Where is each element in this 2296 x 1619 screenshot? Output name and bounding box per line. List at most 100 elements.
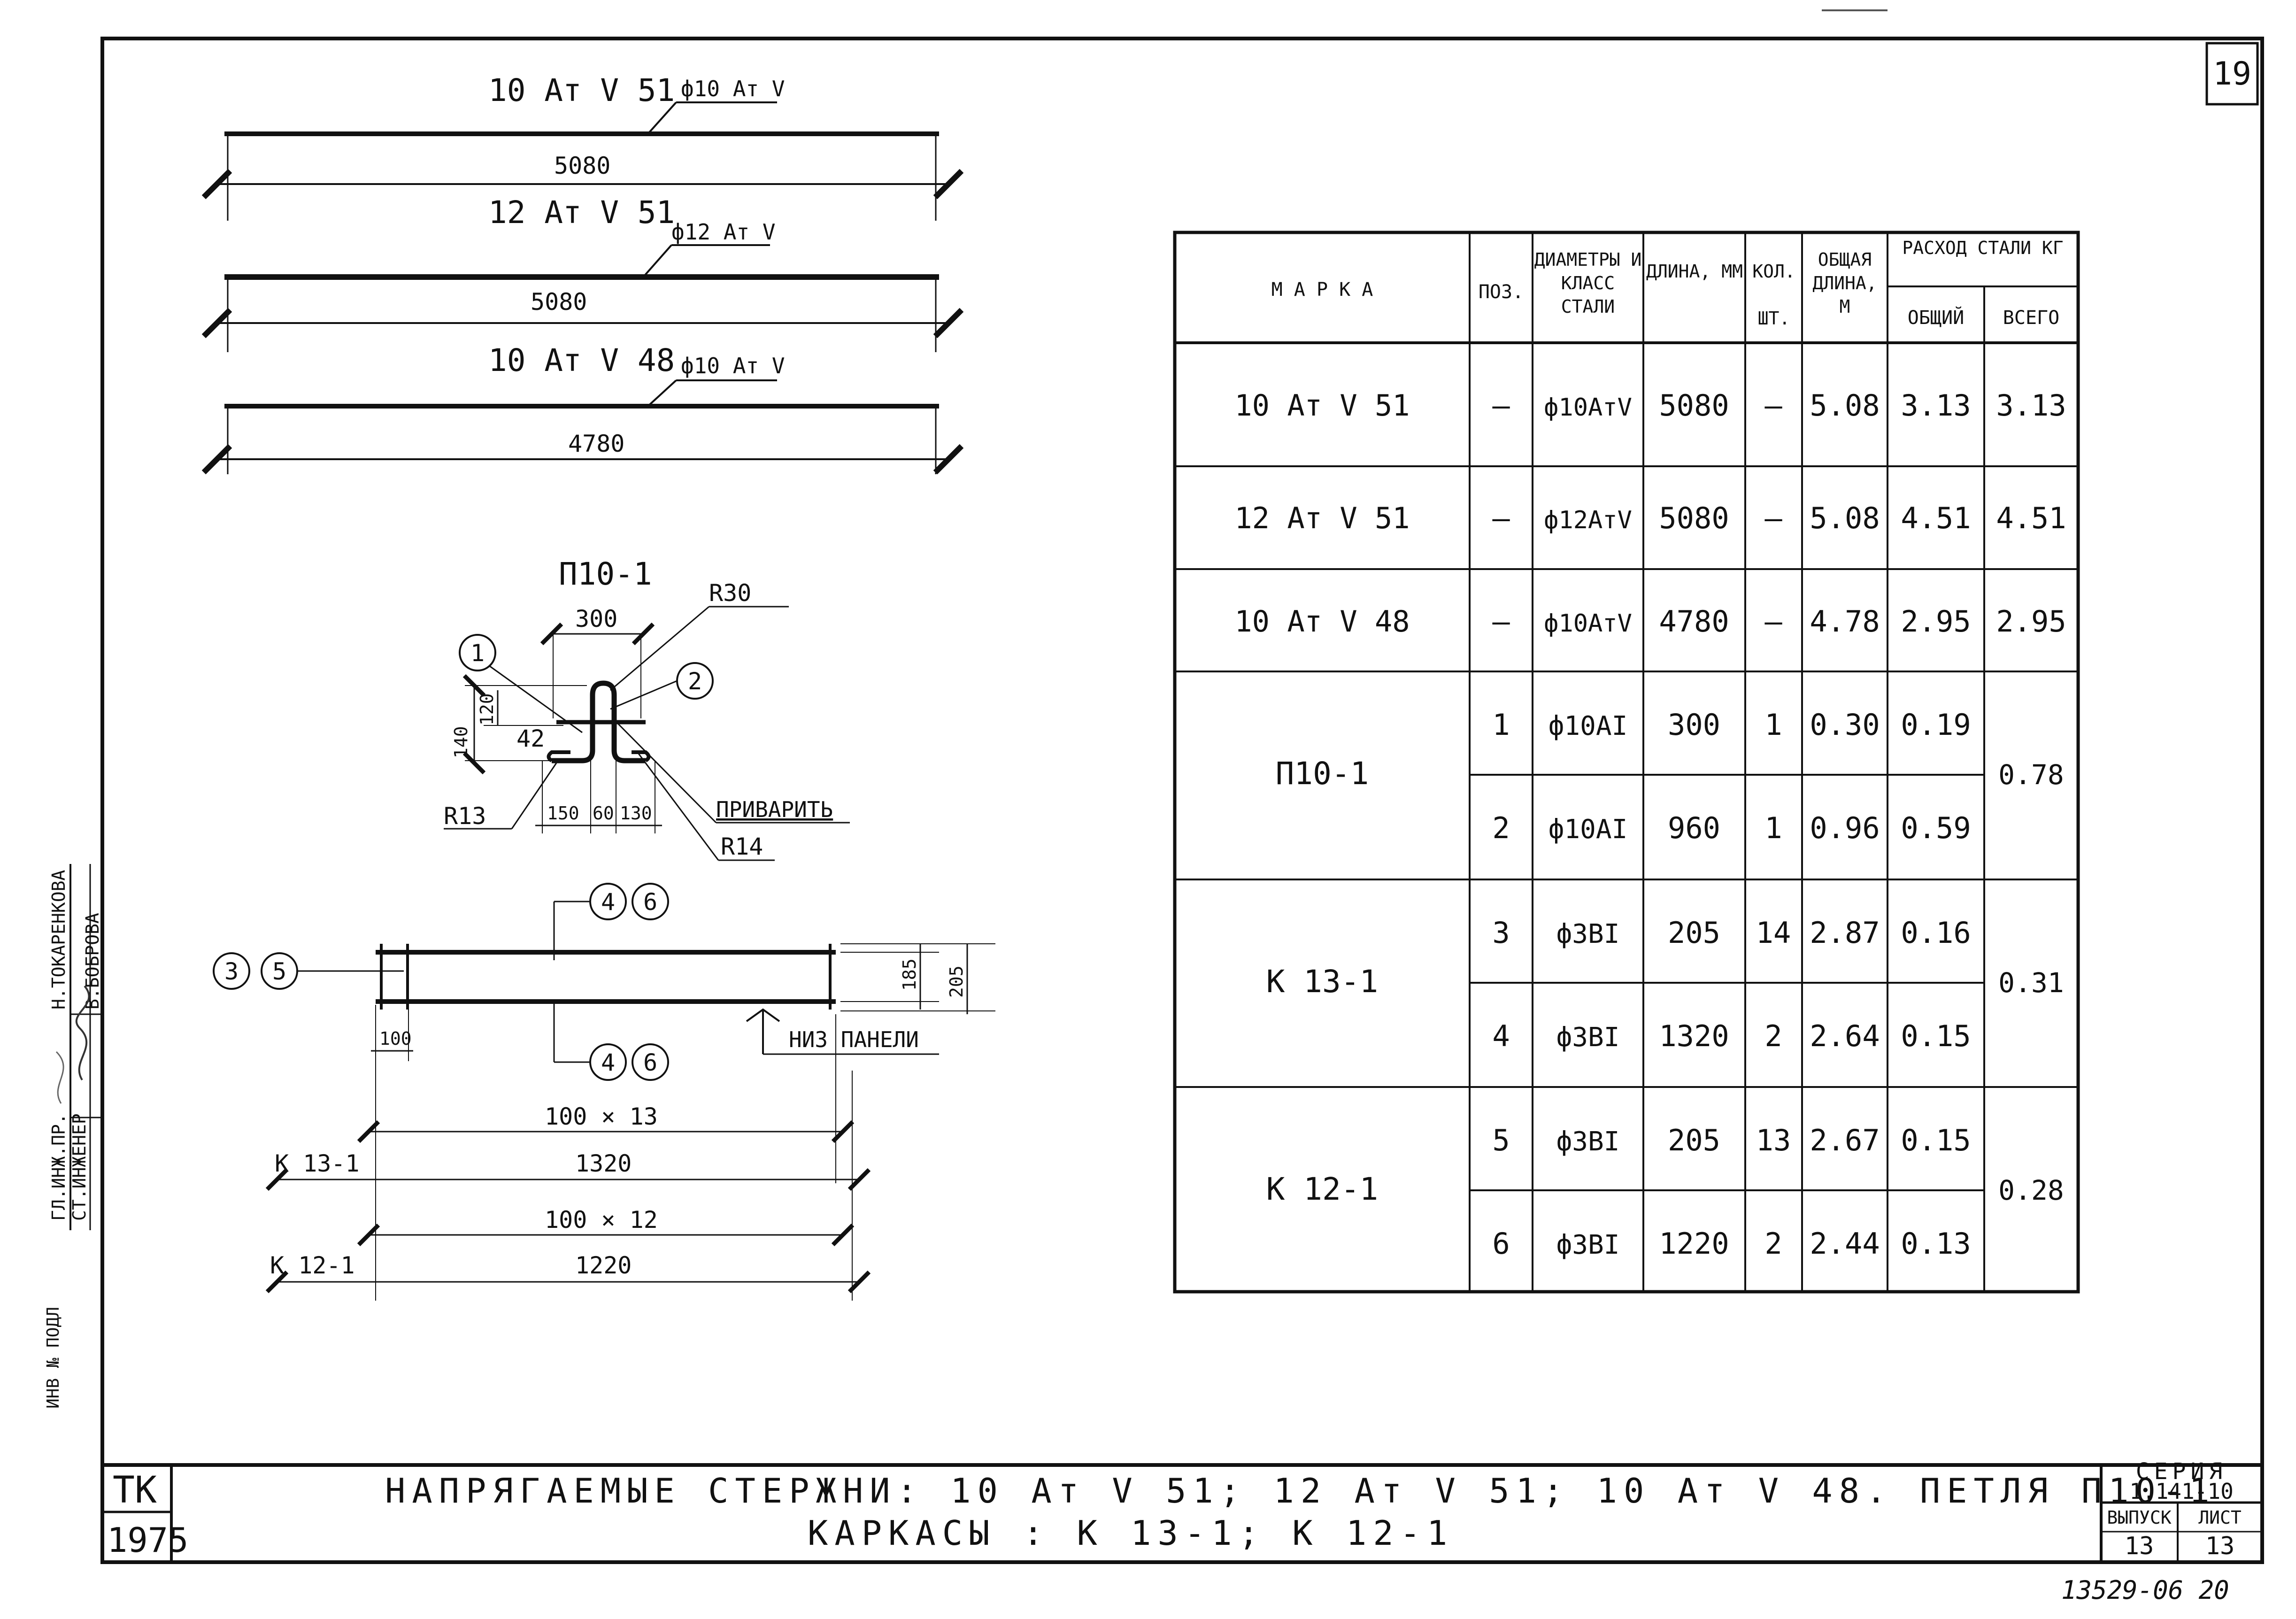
frame-callout-top-6	[632, 883, 669, 920]
cell-qty: –	[1764, 604, 1782, 639]
cell-common: 4.51	[1901, 501, 1971, 535]
cell-poz: –	[1492, 604, 1510, 639]
th-length: ДЛИНА, ММ	[1646, 261, 1743, 282]
title-line-1: НАПРЯГАЕМЫЕ СТЕРЖНИ: 10 Ат V 51; 12 Ат V…	[385, 1471, 2216, 1511]
cell-len: 1220	[1659, 1226, 1729, 1261]
bar-3-mark: 10 Ат V 48	[488, 342, 675, 378]
loop-callout-1	[459, 634, 496, 671]
group-total: 0.78	[1998, 759, 2064, 791]
group-total: 0.28	[1998, 1174, 2064, 1206]
cell-tlen: 2.67	[1810, 1123, 1880, 1157]
cell-diam: ф10AI	[1549, 711, 1628, 741]
th-marka: М А Р К А	[1271, 279, 1373, 301]
cell-total: 3.13	[1996, 388, 2066, 423]
series-value: 1.141-10	[2129, 1479, 2234, 1504]
group-marka: П10-1	[1276, 756, 1369, 792]
cell-len: 205	[1668, 916, 1720, 950]
stamp-name-2: В.БОБРОВА	[82, 913, 103, 1010]
loop-dim-42: 42	[516, 725, 545, 752]
cell-diam: ф10АтV	[1544, 393, 1632, 422]
org-code: ТК	[113, 1469, 157, 1511]
bar-2-spec: ф12 Ат V	[671, 219, 776, 245]
loop-dim-140: 140	[451, 726, 471, 758]
cell-diam: ф10АтV	[1544, 609, 1632, 638]
bar-diagram-1: 10 Ат V 51 ф10 Ат V 5080	[201, 72, 964, 221]
svg-text:5: 5	[272, 958, 286, 985]
side-stamp: ГЛ.ИНЖ.ПР. СТ.ИНЖЕНЕР Н.ТОКАРЕНКОВА В.БО…	[44, 864, 103, 1409]
svg-text:4: 4	[601, 888, 615, 916]
loop-r14: R14	[721, 833, 763, 860]
cell-poz: 1	[1492, 708, 1510, 742]
cell-marka: 12 Ат V 51	[1234, 501, 1410, 535]
cell-qty: –	[1764, 501, 1782, 535]
steel-table: М А Р К А ПОЗ. ДИАМЕТРЫ И КЛАСС СТАЛИ ДЛ…	[1173, 231, 2080, 1294]
cell-tlen: 0.96	[1810, 811, 1880, 845]
cell-len: 205	[1668, 1123, 1720, 1157]
cell-diam: ф10AI	[1549, 814, 1628, 845]
frame-callout-left-3	[213, 952, 250, 990]
k13-label: К 13-1	[275, 1150, 360, 1177]
loop-dim-150: 150	[547, 803, 579, 824]
cell-len: 5080	[1659, 388, 1729, 423]
cell-qty: 1	[1764, 708, 1782, 742]
weld-note: ПРИВАРИТЬ	[716, 797, 833, 822]
cell-diam: ф12АтV	[1544, 506, 1632, 534]
loop-dim-60: 60	[593, 803, 614, 824]
archive-number: 13529-06 20	[2061, 1575, 2229, 1605]
loop-dim-300: 300	[575, 605, 617, 632]
cell-tlen: 5.08	[1810, 501, 1880, 535]
k12-length: 1220	[575, 1252, 632, 1279]
cell-diam: ф3BI	[1556, 1126, 1620, 1157]
cell-qty: 13	[1756, 1123, 1791, 1157]
title-line-2: КАРКАСЫ : К 13-1; К 12-1	[808, 1513, 1454, 1553]
th-total-length: ОБЩАЯ ДЛИНА, М	[1812, 249, 1877, 317]
frame-dim-205: 205	[946, 965, 967, 998]
sheet-label: ЛИСТ	[2198, 1507, 2242, 1528]
cell-len: 300	[1668, 708, 1720, 742]
stamp-name-1: Н.ТОКАРЕНКОВА	[48, 870, 69, 1010]
cell-len: 5080	[1659, 501, 1729, 535]
bar-1-length: 5080	[554, 152, 610, 179]
frame-dim-185: 185	[899, 958, 920, 991]
cell-common: 3.13	[1901, 388, 1971, 423]
cell-len: 1320	[1659, 1019, 1729, 1053]
cell-qty: –	[1764, 388, 1782, 423]
th-total: ВСЕГО	[2003, 307, 2059, 329]
sheet-value: 13	[2205, 1532, 2235, 1560]
cell-total: 4.51	[1996, 501, 2066, 535]
issue-label: ВЫПУСК	[2107, 1507, 2171, 1528]
panel-bottom-note: НИЗ ПАНЕЛИ	[789, 1027, 919, 1052]
cell-tlen: 2.64	[1810, 1019, 1880, 1053]
cell-common: 2.95	[1901, 604, 1971, 639]
group-total: 0.31	[1998, 967, 2064, 999]
th-diam: ДИАМЕТРЫ И КЛАСС СТАЛИ	[1534, 249, 1642, 317]
svg-text:4: 4	[601, 1049, 615, 1076]
cell-tlen: 5.08	[1810, 388, 1880, 423]
cell-tlen: 2.44	[1810, 1226, 1880, 1261]
bar-2-length: 5080	[531, 288, 587, 316]
cell-qty: 2	[1764, 1226, 1782, 1261]
frame-detail: 4 6 3 5 185 205 100 4 6	[213, 883, 995, 1301]
sheet-frame	[100, 37, 2264, 1564]
page-number-box	[2205, 42, 2259, 106]
svg-text:2: 2	[688, 668, 702, 695]
th-poz: ПОЗ.	[1479, 281, 1524, 303]
cell-qty: 1	[1764, 811, 1782, 845]
group-marka: К 12-1	[1266, 1171, 1378, 1207]
signature	[75, 985, 90, 1081]
cell-poz: –	[1492, 388, 1510, 423]
cell-tlen: 0.30	[1810, 708, 1880, 742]
cell-poz: 2	[1492, 811, 1510, 845]
cell-poz: 4	[1492, 1019, 1510, 1053]
cell-marka: 10 Ат V 48	[1234, 604, 1410, 639]
issue-value: 13	[2125, 1532, 2154, 1560]
cell-poz: 5	[1492, 1123, 1510, 1157]
loop-detail: П10-1 300 R30 1 2 140 120 42	[444, 556, 850, 861]
frame-callout-bottom-6	[632, 1043, 669, 1081]
cell-len: 960	[1668, 811, 1720, 845]
loop-title: П10-1	[559, 556, 652, 592]
cell-common: 0.19	[1901, 708, 1971, 742]
cell-common: 0.15	[1901, 1123, 1971, 1157]
cell-qty: 2	[1764, 1019, 1782, 1053]
